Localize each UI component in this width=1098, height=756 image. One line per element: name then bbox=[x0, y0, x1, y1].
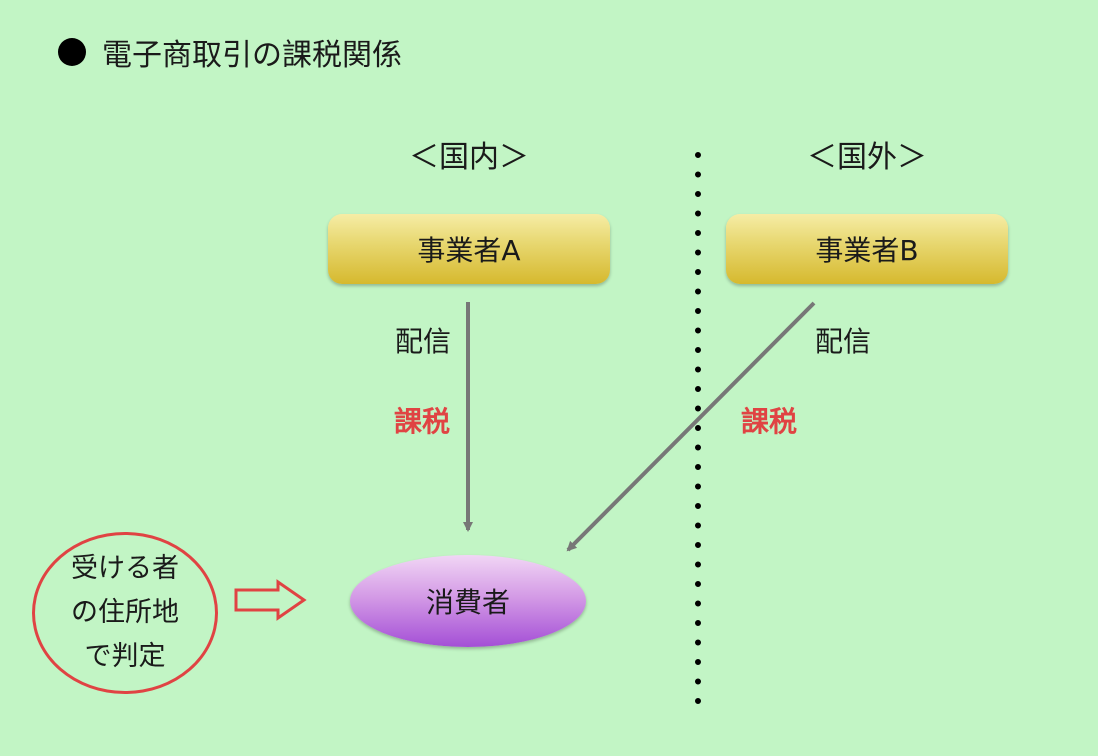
consumer-ellipse: 消費者 bbox=[350, 555, 586, 647]
page-title-text: 電子商取引の課税関係 bbox=[102, 38, 402, 73]
criterion-line-3: で判定 bbox=[84, 641, 166, 672]
business-a-label: 事業者A bbox=[417, 234, 521, 267]
delivery-b-label: 配信 bbox=[815, 325, 872, 358]
business-a-box: 事業者A bbox=[328, 214, 610, 284]
bullet-icon bbox=[58, 38, 86, 66]
region-domestic-label: ＜国内＞ bbox=[409, 140, 529, 175]
business-b-label: 事業者B bbox=[815, 234, 919, 267]
arrow-b-to-consumer bbox=[566, 301, 816, 552]
tax-a-label: 課税 bbox=[394, 405, 451, 438]
business-b-box: 事業者B bbox=[726, 214, 1008, 284]
tax-b-label: 課税 bbox=[741, 405, 798, 438]
page-title: 電子商取引の課税関係 bbox=[58, 30, 402, 74]
criterion-line-2: の住所地 bbox=[71, 597, 179, 628]
region-foreign-label: ＜国外＞ bbox=[807, 140, 927, 175]
criterion-line-1: 受ける者 bbox=[71, 553, 179, 584]
criterion-circle: 受ける者 の住所地 で判定 bbox=[32, 532, 218, 694]
hollow-right-arrow-icon bbox=[234, 579, 307, 621]
delivery-a-label: 配信 bbox=[395, 325, 452, 358]
consumer-label: 消費者 bbox=[425, 586, 510, 619]
